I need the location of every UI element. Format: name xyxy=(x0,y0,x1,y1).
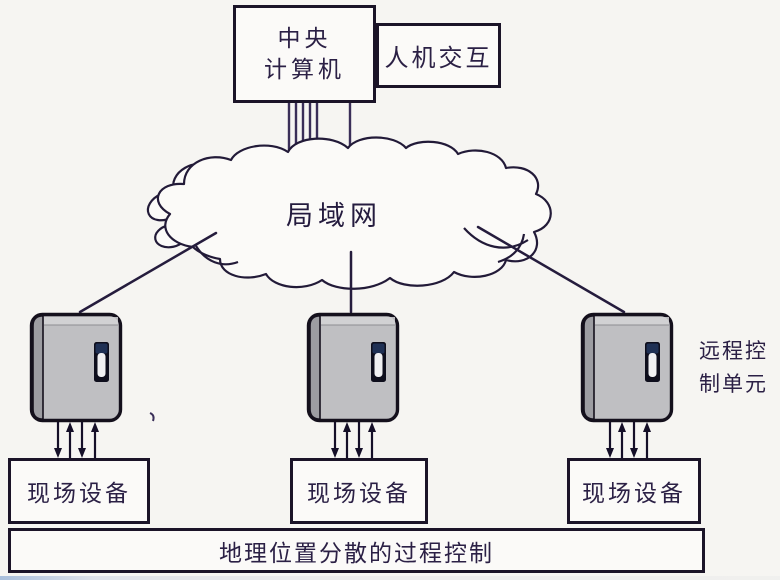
hmi-label: 人机交互 xyxy=(384,46,493,72)
data-flow-arrows-icon xyxy=(604,420,653,460)
data-flow-arrows-icon xyxy=(329,420,378,460)
field-device-label: 现场设备 xyxy=(307,481,411,506)
rtu-label-line1: 远程控 xyxy=(699,339,768,363)
field-device-box: 现场设备 xyxy=(8,458,150,524)
bottom-edge-artifact xyxy=(0,576,780,580)
data-flow-arrows-icon xyxy=(52,420,101,460)
field-device-label: 现场设备 xyxy=(27,481,131,506)
process-control-bar-label: 地理位置分散的过程控制 xyxy=(219,540,494,566)
field-device-box: 现场设备 xyxy=(290,458,428,524)
lan-cloud-icon xyxy=(146,136,552,290)
remote-control-unit-cabinet-icon xyxy=(580,312,674,423)
rtu-label-line2: 制单元 xyxy=(699,372,768,396)
field-device-box: 现场设备 xyxy=(567,458,701,524)
process-control-bar: 地理位置分散的过程控制 xyxy=(8,528,705,573)
lan-to-unit-links xyxy=(78,225,626,314)
central-computer-label-line2: 计算机 xyxy=(264,57,345,82)
remote-control-unit-label: 远程控 制单元 xyxy=(699,335,777,401)
remote-control-unit-cabinet-icon xyxy=(306,312,400,423)
central-computer-box: 中央 计算机 xyxy=(233,5,376,103)
hmi-box: 人机交互 xyxy=(376,23,501,88)
lan-label: 局域网 xyxy=(286,201,382,231)
smudge-mark xyxy=(149,412,155,422)
field-device-label: 现场设备 xyxy=(582,481,686,506)
central-computer-label-line1: 中央 xyxy=(277,26,332,51)
remote-control-unit-cabinet-icon xyxy=(29,312,123,423)
